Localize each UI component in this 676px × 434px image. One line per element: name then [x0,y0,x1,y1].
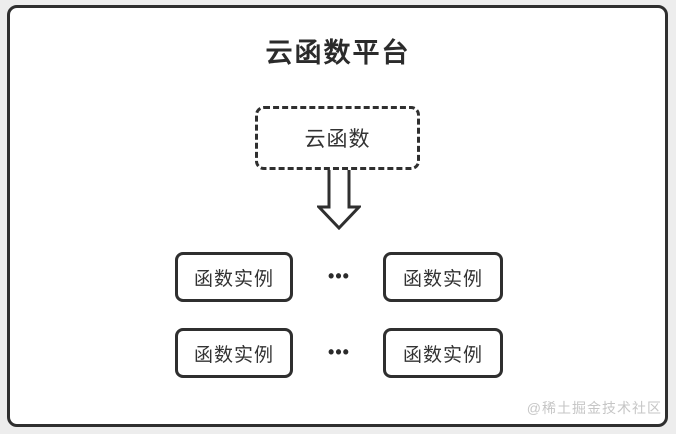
down-arrow-icon [317,170,361,230]
function-instance-label: 函数实例 [402,268,483,290]
watermark-text: @稀土掘金技术社区 [526,400,662,416]
function-instance-label: 函数实例 [402,344,483,366]
diagram-title: 云函数平台 [265,38,411,68]
cloud-function-label: 云函数 [304,128,371,151]
function-instance-node: 函数实例 [383,328,503,378]
cloud-function-node: 云函数 [255,106,420,170]
ellipsis-dots: ••• [328,342,350,362]
function-instance-node: 函数实例 [175,328,293,378]
function-instance-node: 函数实例 [383,252,503,302]
function-instance-node: 函数实例 [175,252,293,302]
function-instance-label: 函数实例 [193,268,274,290]
ellipsis-dots: ••• [328,266,350,286]
function-instance-label: 函数实例 [193,344,274,366]
